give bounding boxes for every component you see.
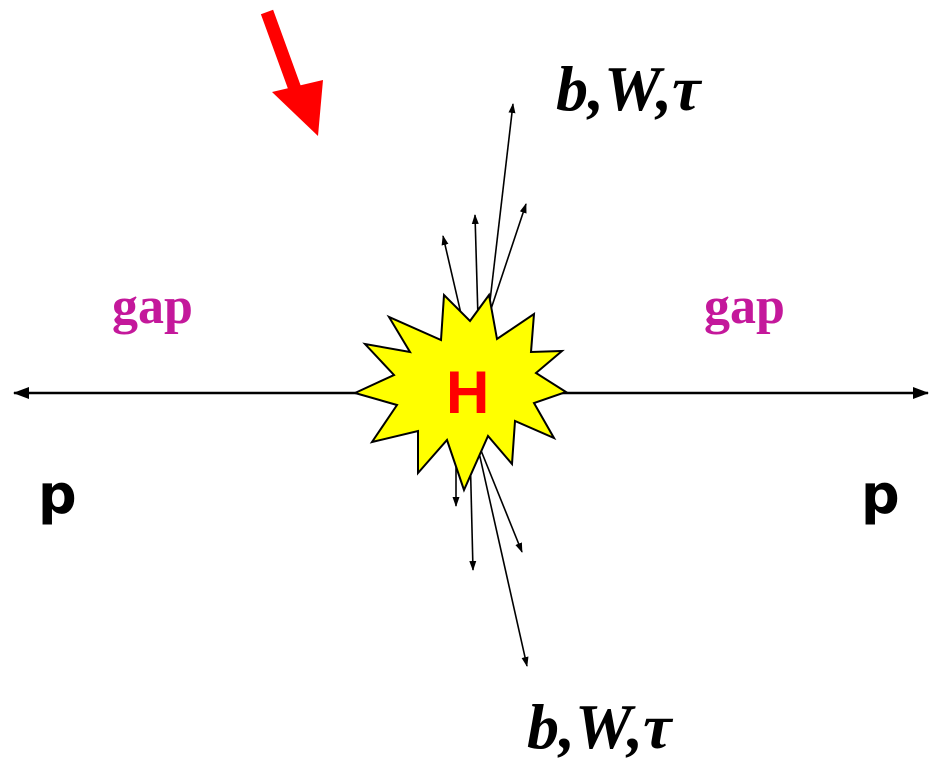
red-down-arrow-icon bbox=[260, 9, 323, 136]
gap-label-right: gap bbox=[704, 278, 785, 335]
decay-products-top: b,W,τ bbox=[556, 53, 701, 124]
decay-tracks-down bbox=[452, 447, 529, 667]
higgs-label: H bbox=[446, 359, 490, 426]
decay-tracks-up bbox=[441, 103, 527, 319]
proton-label-right: p bbox=[861, 463, 900, 526]
decay-products-bottom: b,W,τ bbox=[527, 691, 672, 761]
gap-label-left: gap bbox=[112, 278, 193, 335]
explosion-burst-icon bbox=[352, 292, 569, 493]
proton-label-left: p bbox=[38, 463, 77, 526]
